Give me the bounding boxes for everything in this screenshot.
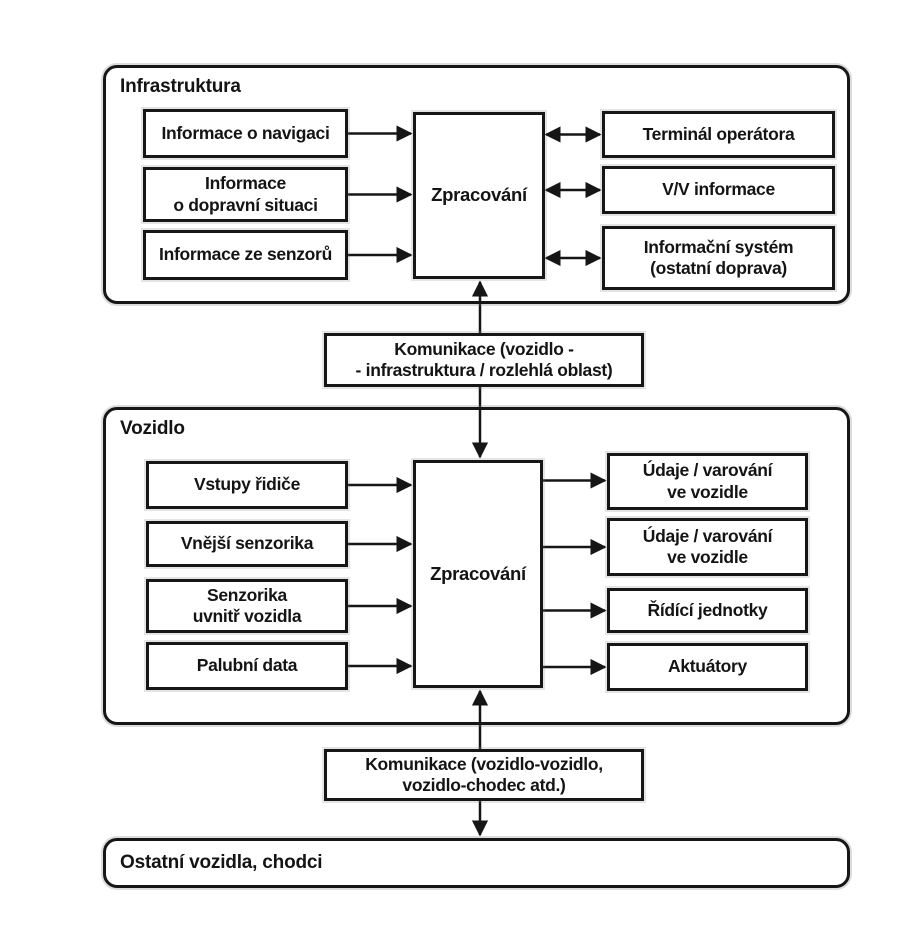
- node-informace-ze-senzoru: Informace ze senzorů: [143, 230, 348, 280]
- node-zpracovani-vozidlo: Zpracování: [413, 460, 543, 688]
- infrastructure-title: Infrastruktura: [120, 76, 241, 97]
- node-informace-o-dopravni-situaci: Informace o dopravní situaci: [143, 167, 348, 222]
- vehicle-title: Vozidlo: [120, 418, 185, 439]
- node-udaje-varovani-2: Údaje / varování ve vozidle: [607, 518, 808, 576]
- node-informace-o-navigaci: Informace o navigaci: [143, 109, 348, 158]
- node-komunikace-vozidlo: Komunikace (vozidlo-vozidlo, vozidlo-cho…: [324, 749, 644, 801]
- node-ridici-jednotky: Řídící jednotky: [607, 588, 808, 633]
- node-informacni-system: Informační systém (ostatní doprava): [602, 226, 835, 290]
- node-vv-informace: V/V informace: [602, 166, 835, 214]
- node-vstupy-ridice: Vstupy řidiče: [146, 461, 348, 509]
- vehicle-container: Vozidlo: [103, 407, 850, 725]
- node-palubni-data: Palubní data: [146, 642, 348, 690]
- others-title: Ostatní vozidla, chodci: [120, 852, 323, 873]
- node-udaje-varovani-1: Údaje / varování ve vozidle: [607, 453, 808, 510]
- node-vnejsi-senzorika: Vnější senzorika: [146, 521, 348, 567]
- node-terminal-operatora: Terminál operátora: [602, 111, 835, 158]
- node-zpracovani-infrastruktura: Zpracování: [413, 112, 545, 279]
- node-aktuatory: Aktuátory: [607, 643, 808, 691]
- node-senzorika-uvnitr-vozidla: Senzorika uvnitř vozidla: [146, 579, 348, 633]
- infrastructure-container: Infrastruktura: [103, 65, 850, 304]
- others-container: Ostatní vozidla, chodci: [103, 838, 850, 888]
- node-komunikace-infrastruktura: Komunikace (vozidlo - - infrastruktura /…: [324, 333, 644, 387]
